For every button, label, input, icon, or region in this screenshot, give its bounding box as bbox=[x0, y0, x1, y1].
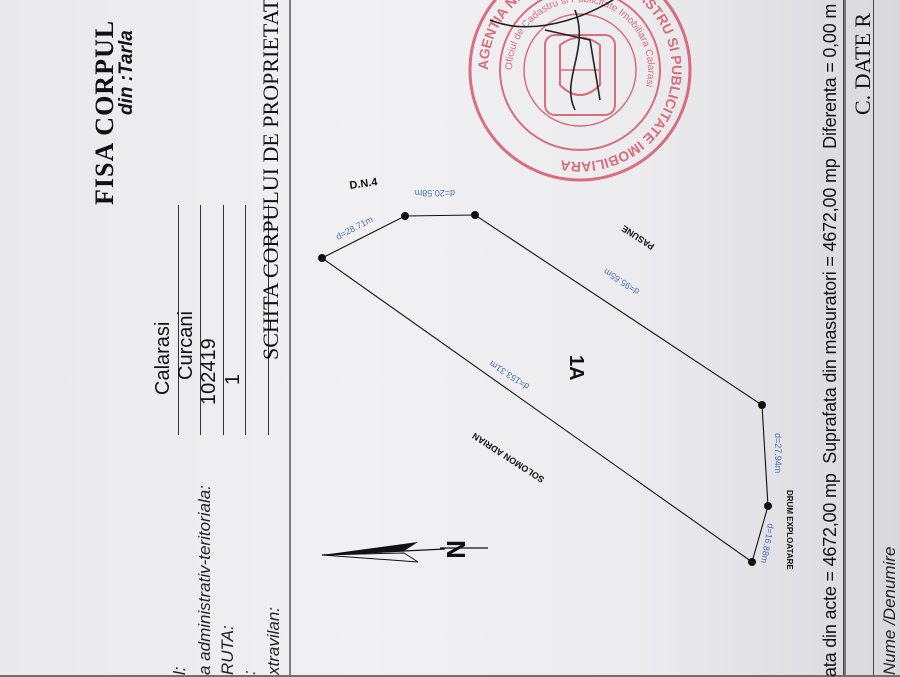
stamp-inner-ring bbox=[499, 0, 661, 151]
vertex-point bbox=[471, 211, 479, 219]
stamp-inner-text: Oficiul de Cadastru si Publicitate Imobi… bbox=[504, 0, 656, 88]
vertex-point bbox=[401, 212, 409, 220]
parcel-id: 1A bbox=[565, 355, 587, 381]
coat-of-arms-icon bbox=[544, 34, 616, 116]
distance-label: d=20.58m bbox=[415, 188, 455, 198]
vertex-point bbox=[758, 401, 766, 409]
neighbor-south: DRUM EXPLOATARE bbox=[785, 490, 794, 570]
distance-label: d=27.94m bbox=[773, 433, 783, 473]
vertex-point bbox=[748, 558, 756, 566]
vertex-point bbox=[764, 502, 772, 510]
vertex-point bbox=[318, 254, 326, 262]
north-label: N bbox=[441, 540, 471, 559]
stamp-core-ring bbox=[523, 13, 637, 127]
signature-icon bbox=[489, 0, 615, 111]
neighbor-north: D.N.4 bbox=[349, 176, 379, 192]
north-arrow-icon bbox=[321, 542, 446, 563]
stamp-outer-ring bbox=[468, 0, 692, 182]
